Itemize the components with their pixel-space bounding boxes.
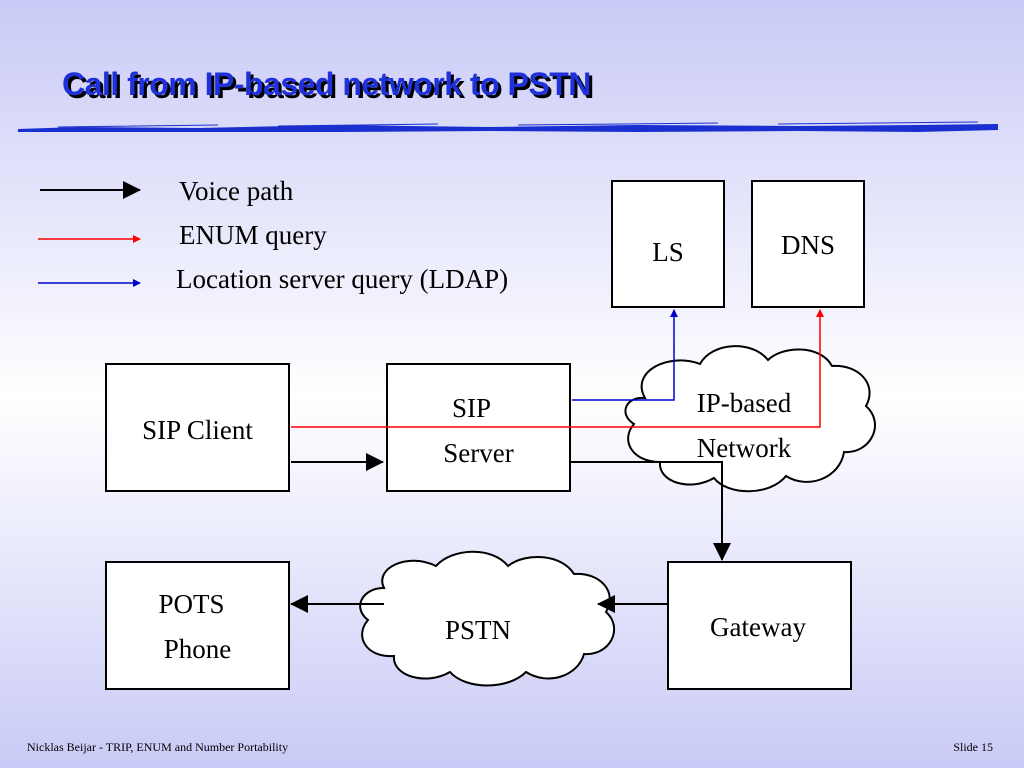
- sip-server-label-line1: SIP: [451, 393, 492, 423]
- pstn-label: PSTN: [444, 615, 512, 645]
- enum-query-path: [291, 309, 824, 428]
- sip-client-label: SIP Client: [142, 415, 253, 445]
- sip-client-box: [105, 363, 290, 492]
- footer-left: Nicklas Beijar - TRIP, ENUM and Number P…: [27, 740, 289, 754]
- slide-number: Slide 15: [953, 740, 993, 754]
- dns-label: DNS: [780, 230, 835, 260]
- voice-path-server-to-gateway: [570, 461, 731, 561]
- slide-title: Call from IP-based network to PSTN: [62, 66, 591, 102]
- ldap-query-path: [572, 309, 678, 401]
- pots-phone-box: [105, 561, 290, 690]
- ip-network-label-line2: Network: [696, 433, 792, 463]
- ip-network-label-line1: IP-based: [696, 388, 792, 418]
- legend-enum-label: ENUM query: [179, 220, 327, 250]
- legend-voice-label: Voice path: [179, 176, 294, 206]
- ls-label: LS: [652, 237, 684, 267]
- gateway-box: [667, 561, 852, 690]
- ls-box: [611, 180, 725, 308]
- sip-server-label-line2: Server: [443, 438, 514, 468]
- dns-box: [751, 180, 865, 308]
- pots-label-line2: Phone: [163, 634, 232, 664]
- title-underline: [18, 121, 998, 132]
- pots-label-line1: POTS: [158, 589, 225, 619]
- pstn-cloud: [359, 550, 616, 687]
- legend-ldap-label: Location server query (LDAP): [176, 264, 509, 294]
- gateway-label: Gateway: [710, 612, 806, 642]
